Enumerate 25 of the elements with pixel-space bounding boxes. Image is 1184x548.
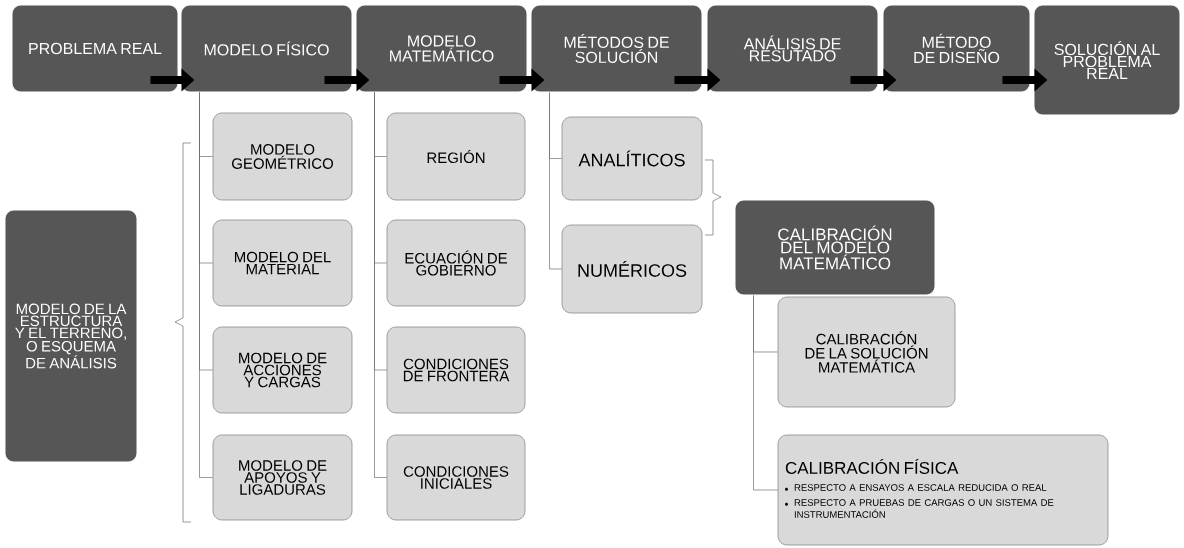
item-box: CALIBRACIÓN FÍSICA RESPECTO A ENSAYOS A ESCALA REDUCIDA O REAL RESPECTO A PRUEBAS DE CARGAS O UN SISTEMA DE INSTRUMENTACIÓN	[777, 434, 1109, 546]
item-box: REGIÓN	[386, 112, 526, 201]
item-box: MODELO DE ACCIONES Y CARGAS	[212, 326, 353, 414]
item-box: MODELO DEL MATERIAL	[212, 219, 353, 307]
process-box: MODELO DE LA ESTRUCTURA Y EL TERRENO, O ESQUEMA DE ANÁLISIS	[4, 209, 138, 463]
item-box: CALIBRACIÓN DE LA SOLUCIÓN MATEMÁTICA	[777, 296, 956, 408]
item-box: NUMÉRICOS	[561, 224, 703, 314]
connector-line	[549, 92, 562, 270]
process-box: SOLUCIÓN AL PROBLEMA REAL	[1033, 4, 1181, 116]
connector-line	[199, 92, 213, 478]
connector-line	[374, 92, 387, 478]
process-box: PROBLEMA REAL	[11, 4, 179, 93]
item-box: MODELO DE APOYOS Y LIGADURAS	[212, 434, 353, 521]
item-box: MODELO GEOMÉTRICO	[212, 112, 353, 201]
item-box: CONDICIONES DE FRONTERA	[386, 326, 526, 414]
process-box: MODELO MATEMÁTICO	[355, 4, 528, 93]
process-box: ANÁLISIS DE RESUTADO	[706, 4, 879, 93]
process-box: MÉTODOS DE SOLUCIÓN	[530, 4, 703, 93]
connector-line	[753, 295, 778, 491]
item-box: ANALÍTICOS	[561, 116, 703, 201]
process-box: MODELO FÍSICO	[180, 4, 353, 93]
item-box: CONDICIONES INICIALES	[386, 434, 526, 521]
item-box: ECUACIÓN DE GOBIERNO	[386, 219, 526, 307]
process-box: MÉTODO DE DISEÑO	[882, 4, 1031, 93]
process-box: CALIBRACIÓN DEL MODELO MATEMÁTICO	[734, 199, 936, 296]
